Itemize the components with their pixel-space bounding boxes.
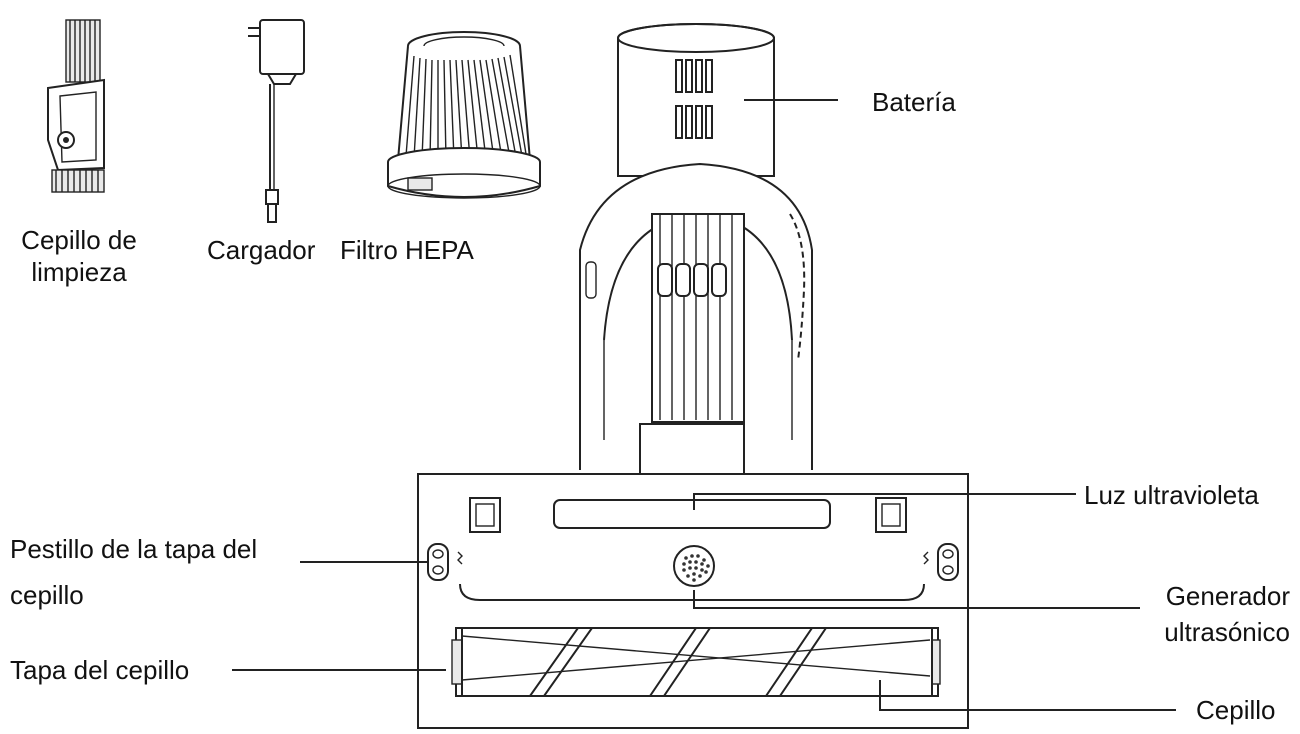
label-cleaning-brush: Cepillo de limpieza: [0, 224, 158, 288]
label-charger: Cargador: [207, 234, 315, 266]
label-brush-cover-latch: Pestillo de la tapa del cepillo: [10, 526, 257, 618]
hepa-filter-illustration: [388, 32, 540, 198]
label-battery: Batería: [872, 86, 956, 118]
label-uv-light: Luz ultravioleta: [1084, 479, 1259, 511]
label-brush-cover: Tapa del cepillo: [10, 654, 189, 686]
charger-illustration: [248, 20, 304, 222]
label-brush: Cepillo: [1196, 694, 1276, 726]
cleaning-brush-illustration: [48, 20, 104, 192]
label-ultrasonic-generator: Generador ultrasónico: [1164, 578, 1290, 650]
label-hepa-filter: Filtro HEPA: [340, 234, 474, 266]
